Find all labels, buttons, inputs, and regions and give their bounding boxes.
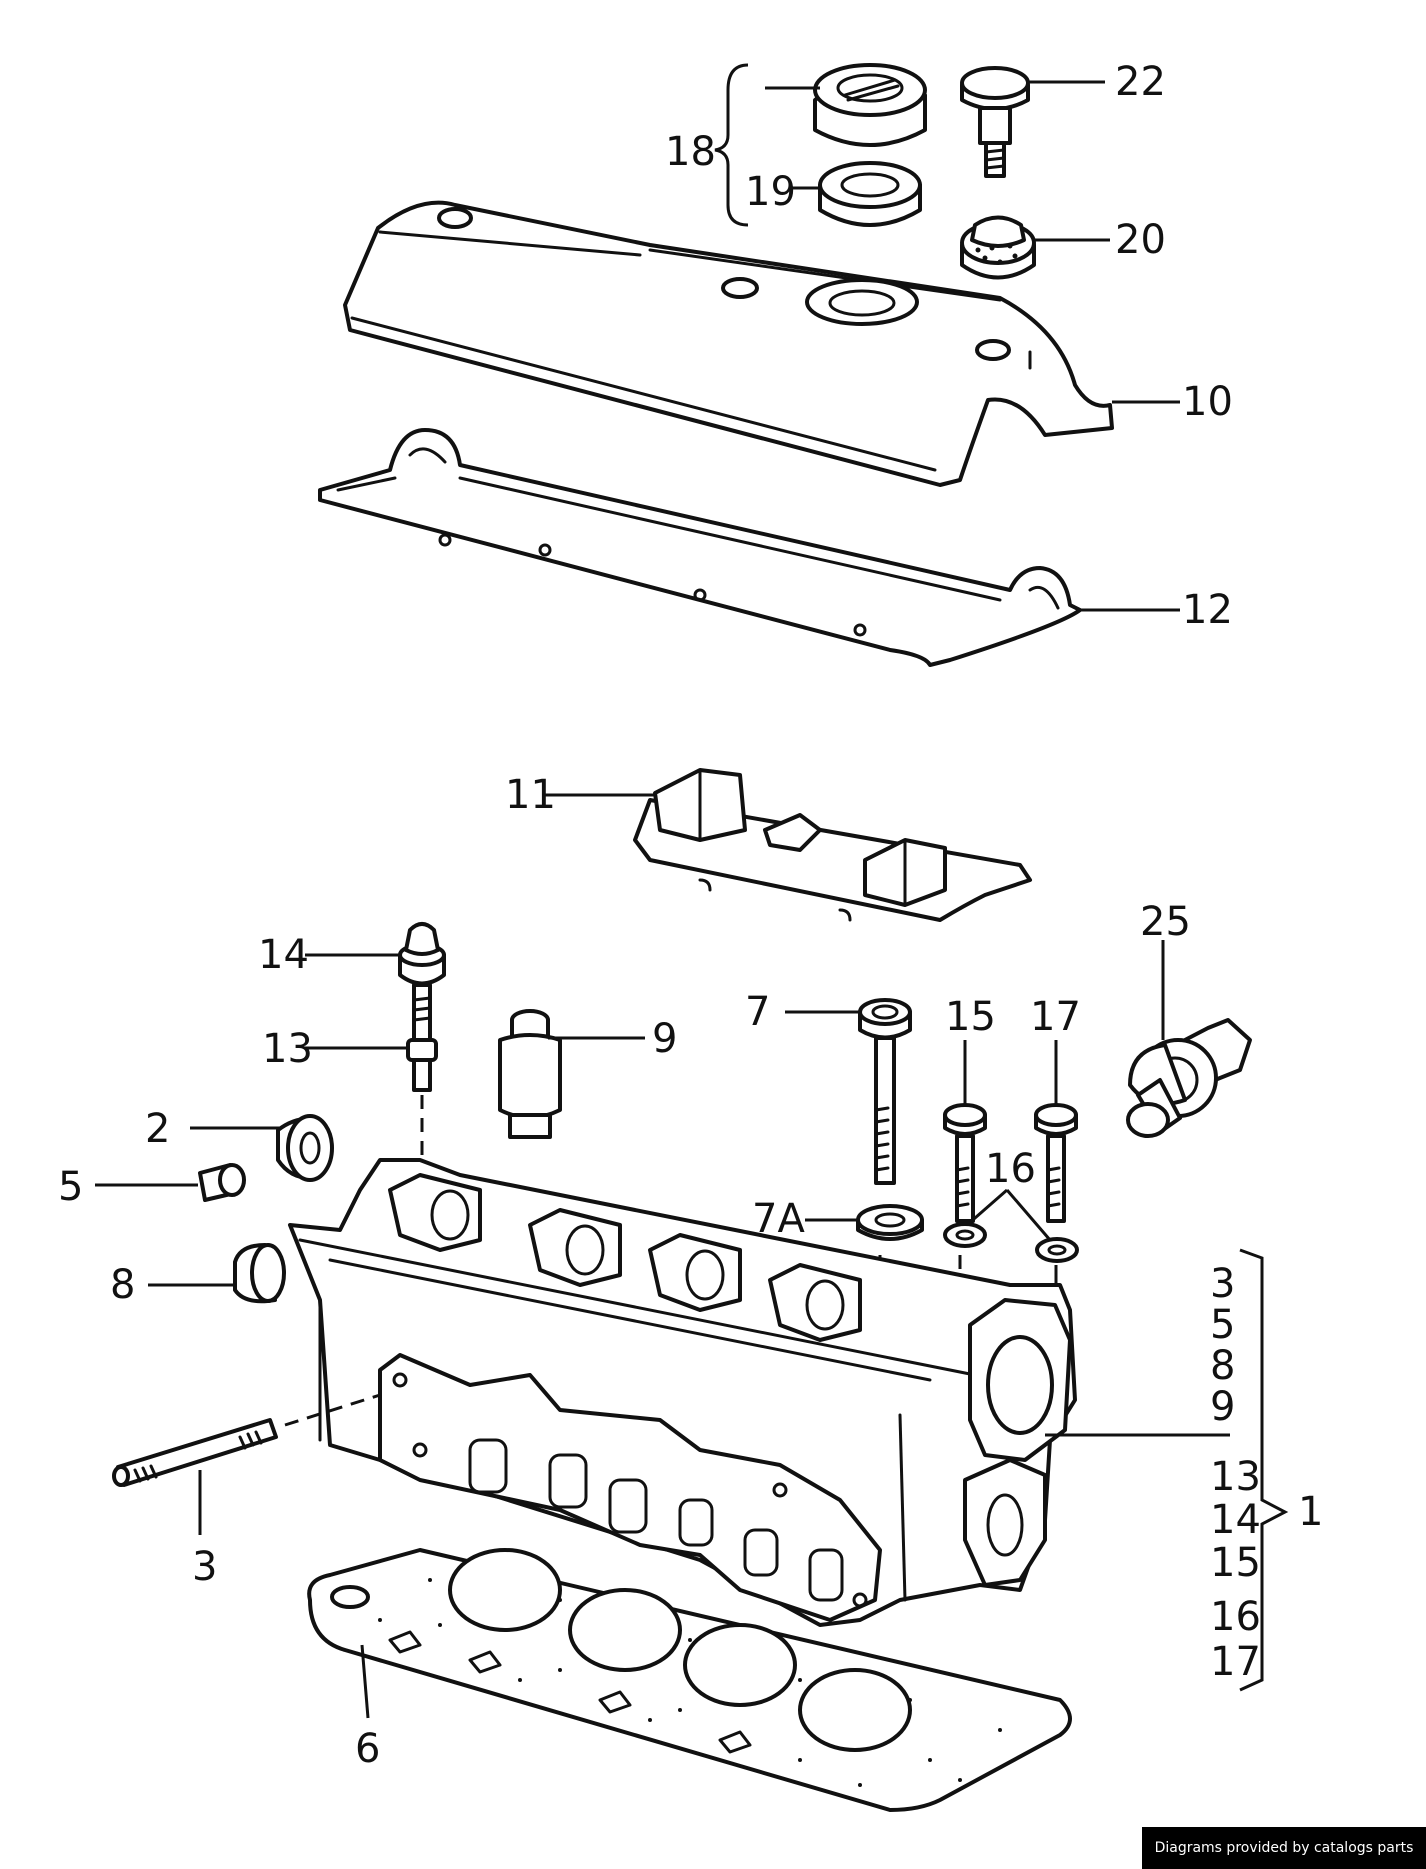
callout-15: 15 (945, 994, 996, 1040)
callout-9: 9 (652, 1016, 677, 1062)
callout-1: 1 (1298, 1489, 1323, 1535)
callout-3: 3 (192, 1544, 217, 1590)
callout-10: 10 (1182, 379, 1233, 425)
kit-item: 16 (1210, 1594, 1261, 1640)
callout-20: 20 (1115, 217, 1166, 263)
camshaft-plug[interactable] (276, 1114, 334, 1182)
callout-22: 22 (1115, 59, 1166, 105)
cylinder-head-gasket[interactable] (307, 1548, 1072, 1812)
callout-12: 12 (1182, 587, 1233, 633)
washer-16-left[interactable] (943, 1222, 987, 1248)
cover-screw[interactable] (960, 66, 1030, 178)
callout-labels: 18 19 22 20 10 12 11 25 14 13 9 7 15 17 … (58, 59, 1323, 1772)
kit-contents-list: 3 5 8 9 13 14 15 16 17 (1210, 1261, 1261, 1685)
cup-plug[interactable] (233, 1243, 286, 1304)
callout-8: 8 (110, 1262, 135, 1308)
oil-pressure-switch[interactable] (1126, 1018, 1252, 1138)
cylinder-head-stud[interactable] (406, 983, 438, 1092)
credit-badge: Diagrams provided by catalogs parts (1142, 1827, 1426, 1869)
kit-item: 13 (1210, 1454, 1261, 1500)
kit-item: 9 (1210, 1384, 1235, 1430)
rubber-grommet[interactable] (960, 215, 1036, 280)
head-bolt[interactable] (858, 998, 912, 1185)
washer-16-right[interactable] (1035, 1237, 1079, 1263)
kit-item: 14 (1210, 1497, 1261, 1543)
cylinder-head-cover[interactable] (343, 200, 1114, 487)
flange-bolt-15[interactable] (943, 1103, 987, 1223)
callout-14: 14 (258, 932, 309, 978)
kit-item: 8 (1210, 1343, 1235, 1389)
leader-lines (95, 63, 1289, 1719)
manifold-stud[interactable] (112, 1418, 278, 1487)
cylinder-head[interactable] (288, 1158, 1077, 1627)
callout-13: 13 (262, 1026, 313, 1072)
oil-deflector-plate[interactable] (633, 768, 1032, 922)
oil-filler-cap[interactable] (813, 63, 927, 147)
callout-16: 16 (985, 1146, 1036, 1192)
flange-bolt-17[interactable] (1034, 1103, 1078, 1223)
kit-item: 15 (1210, 1540, 1261, 1586)
sealing-plug[interactable] (198, 1163, 246, 1202)
callout-7a: 7A (752, 1196, 805, 1242)
callout-5: 5 (58, 1164, 83, 1210)
callout-18: 18 (665, 129, 716, 175)
bolt-washer[interactable] (856, 1204, 924, 1241)
callout-19: 19 (745, 169, 796, 215)
callout-7: 7 (745, 989, 770, 1035)
hex-nut[interactable] (398, 922, 446, 986)
callout-17: 17 (1030, 994, 1081, 1040)
callout-6: 6 (355, 1726, 380, 1772)
kit-item: 3 (1210, 1261, 1235, 1307)
callout-11: 11 (505, 772, 556, 818)
kit-item: 5 (1210, 1302, 1235, 1348)
callout-2: 2 (145, 1106, 170, 1152)
cover-gasket[interactable] (318, 428, 1082, 667)
cap-seal-ring[interactable] (818, 161, 922, 227)
callout-25: 25 (1140, 899, 1191, 945)
guide-sleeve[interactable] (498, 1009, 562, 1139)
kit-item: 17 (1210, 1639, 1261, 1685)
